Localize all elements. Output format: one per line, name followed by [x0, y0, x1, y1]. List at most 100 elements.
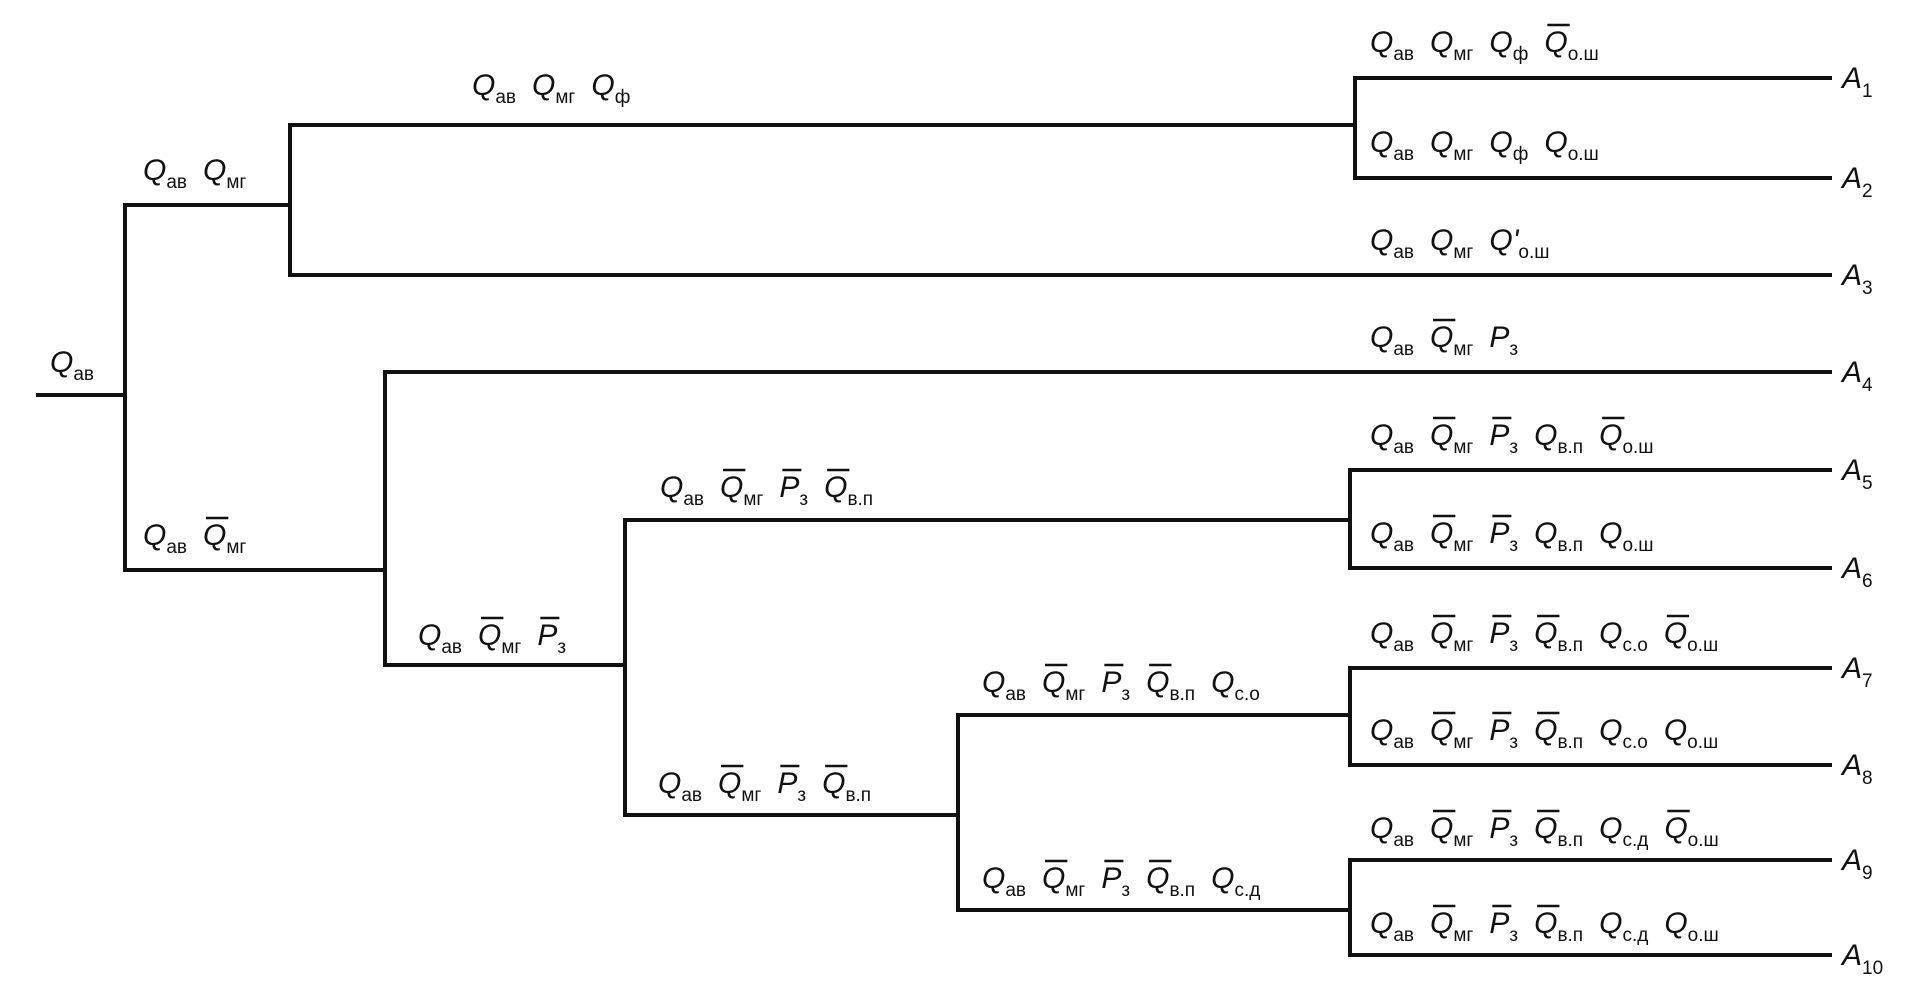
outcome-A5: A5 — [1840, 454, 1873, 494]
svg-text:Qмг: Qмг — [718, 767, 761, 806]
leaf-label-4: Qав Qмг Pз — [1370, 318, 1518, 360]
node-label-root: Qав — [50, 346, 94, 385]
svg-text:Qав: Qав — [1370, 617, 1414, 656]
svg-text:Qв.п: Qв.п — [822, 767, 871, 806]
svg-text:Pз: Pз — [1101, 666, 1130, 705]
svg-text:Qо.ш: Qо.ш — [1664, 714, 1718, 753]
svg-text:Pз: Pз — [537, 619, 566, 658]
svg-text:Qмг: Qмг — [720, 471, 763, 510]
svg-text:Qо.ш: Qо.ш — [1544, 26, 1598, 65]
svg-text:Qав: Qав — [1370, 321, 1414, 360]
outcome-A2: A2 — [1840, 162, 1873, 202]
svg-text:Pз: Pз — [1489, 517, 1518, 556]
svg-text:Q'о.ш: Q'о.ш — [1489, 224, 1549, 263]
svg-text:Qс.д: Qс.д — [1211, 862, 1260, 901]
leaf-label-9: Qав Qмг Pз Qв.п Qс.д Qо.ш — [1370, 809, 1719, 851]
svg-text:Qмг: Qмг — [1430, 224, 1473, 263]
svg-text:Qо.ш: Qо.ш — [1544, 126, 1598, 165]
svg-text:Qмг: Qмг — [532, 69, 575, 108]
node-label-e: Qав Qмг Pз Qв.п — [660, 468, 873, 510]
svg-text:Qав: Qав — [982, 666, 1026, 705]
svg-text:Qф: Qф — [1489, 126, 1528, 165]
svg-text:Qв.п: Qв.п — [1146, 862, 1195, 901]
svg-text:Qмг: Qмг — [1430, 419, 1473, 458]
svg-text:Qв.п: Qв.п — [1534, 517, 1583, 556]
svg-text:Qав: Qав — [1370, 714, 1414, 753]
svg-text:Qав: Qав — [1370, 26, 1414, 65]
svg-text:Qав: Qав — [1370, 126, 1414, 165]
svg-text:Qмг: Qмг — [1430, 617, 1473, 656]
svg-text:Qав: Qав — [1370, 224, 1414, 263]
svg-text:Qмг: Qмг — [203, 154, 246, 193]
outcome-A4: A4 — [1840, 356, 1873, 396]
svg-text:Qв.п: Qв.п — [1534, 812, 1583, 851]
svg-text:Pз: Pз — [1101, 862, 1130, 901]
svg-text:Qмг: Qмг — [1430, 517, 1473, 556]
svg-text:Qав: Qав — [50, 346, 94, 385]
svg-text:Qав: Qав — [1370, 907, 1414, 946]
svg-text:Qв.п: Qв.п — [1534, 617, 1583, 656]
svg-text:Qф: Qф — [591, 69, 630, 108]
svg-text:Pз: Pз — [1489, 617, 1518, 656]
svg-text:Qмг: Qмг — [1430, 812, 1473, 851]
svg-text:Pз: Pз — [1489, 419, 1518, 458]
svg-text:Qв.п: Qв.п — [1534, 907, 1583, 946]
svg-text:Qв.п: Qв.п — [824, 471, 873, 510]
svg-text:Qав: Qав — [1370, 812, 1414, 851]
svg-text:Qв.п: Qв.п — [1534, 714, 1583, 753]
svg-text:Qо.ш: Qо.ш — [1664, 907, 1718, 946]
svg-text:Qо.ш: Qо.ш — [1599, 517, 1653, 556]
svg-text:Qав: Qав — [1370, 419, 1414, 458]
outcome-A9: A9 — [1840, 844, 1873, 884]
svg-text:Qс.д: Qс.д — [1599, 907, 1648, 946]
svg-text:Qмг: Qмг — [1430, 907, 1473, 946]
svg-text:Qав: Qав — [1370, 517, 1414, 556]
svg-text:Pз: Pз — [1489, 321, 1518, 360]
svg-text:Qав: Qав — [418, 619, 462, 658]
svg-text:Qс.о: Qс.о — [1211, 666, 1260, 705]
svg-text:Qмг: Qмг — [203, 519, 246, 558]
node-label-h: Qав Qмг Pз Qв.п Qс.д — [982, 859, 1260, 901]
svg-text:Qмг: Qмг — [1042, 862, 1085, 901]
node-label-a: Qав Qмг — [143, 154, 246, 193]
svg-text:Qав: Qав — [143, 154, 187, 193]
leaf-label-6: Qав Qмг Pз Qв.п Qо.ш — [1370, 514, 1654, 556]
leaf-label-3: Qав Qмг Q'о.ш — [1370, 224, 1550, 263]
leaf-label-5: Qав Qмг Pз Qв.п Qо.ш — [1370, 416, 1654, 458]
svg-text:Qмг: Qмг — [1430, 321, 1473, 360]
outcome-A1: A1 — [1840, 62, 1873, 102]
node-label-f: Qав Qмг Pз Qв.п — [658, 764, 871, 806]
svg-text:Qмг: Qмг — [1042, 666, 1085, 705]
outcome-A6: A6 — [1840, 552, 1873, 592]
outcome-A10: A10 — [1840, 939, 1883, 979]
leaf-label-10: Qав Qмг Pз Qв.п Qс.д Qо.ш — [1370, 904, 1719, 946]
outcome-A7: A7 — [1840, 652, 1873, 692]
svg-text:Qс.о: Qс.о — [1599, 617, 1648, 656]
svg-text:Qмг: Qмг — [478, 619, 521, 658]
svg-text:Qав: Qав — [472, 69, 516, 108]
svg-text:Qав: Qав — [982, 862, 1026, 901]
svg-text:Qмг: Qмг — [1430, 26, 1473, 65]
svg-text:Pз: Pз — [777, 767, 806, 806]
outcome-A8: A8 — [1840, 749, 1873, 789]
outcome-A3: A3 — [1840, 259, 1873, 299]
svg-text:Qав: Qав — [660, 471, 704, 510]
svg-text:Qо.ш: Qо.ш — [1599, 419, 1653, 458]
svg-text:Qав: Qав — [658, 767, 702, 806]
svg-text:Pз: Pз — [1489, 907, 1518, 946]
node-label-c: Qав Qмг — [143, 516, 246, 558]
svg-text:Pз: Pз — [779, 471, 808, 510]
svg-text:Qс.д: Qс.д — [1599, 812, 1648, 851]
svg-text:Qо.ш: Qо.ш — [1664, 617, 1718, 656]
svg-text:Pз: Pз — [1489, 714, 1518, 753]
leaf-label-7: Qав Qмг Pз Qв.п Qс.о Qо.ш — [1370, 614, 1718, 656]
svg-text:Pз: Pз — [1489, 812, 1518, 851]
node-label-d: Qав Qмг Pз — [418, 616, 566, 658]
svg-text:Qав: Qав — [143, 519, 187, 558]
svg-text:Qв.п: Qв.п — [1534, 419, 1583, 458]
svg-text:Qо.ш: Qо.ш — [1664, 812, 1718, 851]
